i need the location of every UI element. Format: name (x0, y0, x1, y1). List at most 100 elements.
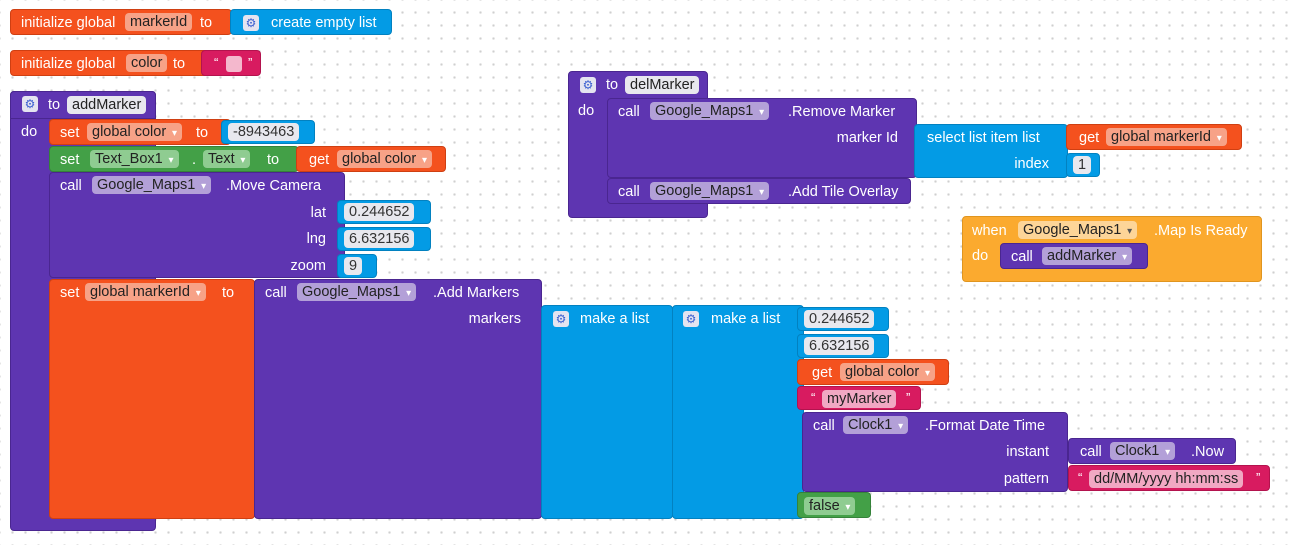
create-empty-list-label: create empty list (271, 15, 377, 31)
number-block[interactable]: -8943463 (221, 120, 315, 144)
init-global-markerId-block[interactable]: initialize global markerId to (10, 9, 232, 35)
component-dropdown[interactable]: Google_Maps1 (297, 283, 417, 301)
number-block[interactable]: 1 (1066, 153, 1100, 177)
component-dropdown[interactable]: Text_Box1 (90, 150, 179, 168)
to-label: to (200, 15, 213, 31)
text-block-color[interactable]: “ ” (201, 50, 261, 76)
variable-dropdown[interactable]: global markerId (85, 283, 206, 301)
variable-dropdown[interactable]: global color (87, 123, 182, 141)
number-block[interactable]: 0.244652 (337, 200, 431, 224)
set-global-markerId-block[interactable]: set global markerId to (49, 279, 255, 519)
call-label: call (60, 178, 82, 194)
gear-icon[interactable]: ⚙ (683, 311, 699, 327)
procedure-name-field[interactable]: delMarker (625, 76, 700, 94)
set-textbox-text-block[interactable]: set Text_Box1 . Text to (49, 146, 299, 172)
do-label: do (578, 103, 595, 119)
select-list-item-block[interactable]: select list item list index (914, 124, 1068, 178)
pattern-value[interactable]: dd/MM/yyyy hh:mm:ss (1089, 470, 1244, 488)
call-label: call (618, 184, 640, 200)
gear-icon[interactable]: ⚙ (580, 77, 596, 93)
add-tile-overlay-block[interactable]: call Google_Maps1 .Add Tile Overlay (607, 178, 911, 204)
clock-now-block[interactable]: call Clock1 .Now (1068, 438, 1236, 464)
component-dropdown[interactable]: Google_Maps1 (1018, 221, 1138, 239)
marker-id-label: marker Id (836, 130, 898, 146)
procedure-dropdown[interactable]: addMarker (1042, 247, 1133, 265)
item-lng-value[interactable]: 6.632156 (804, 337, 875, 355)
get-label: get (1079, 130, 1100, 146)
to-label: to (267, 152, 280, 168)
close-quote: ” (1256, 470, 1261, 485)
to-label: to (173, 56, 186, 72)
zoom-value[interactable]: 9 (344, 257, 363, 275)
text-value[interactable]: myMarker (822, 390, 897, 408)
set-label: set (60, 152, 80, 168)
method-label: .Move Camera (226, 178, 322, 194)
property-dropdown[interactable]: Text (203, 150, 251, 168)
number-block[interactable]: 6.632156 (337, 227, 431, 251)
number-block[interactable]: 0.244652 (797, 307, 889, 331)
boolean-dropdown[interactable]: false (804, 497, 856, 515)
add-markers-block[interactable]: call Google_Maps1 .Add Markers markers (254, 279, 542, 519)
call-label: call (618, 104, 640, 120)
remove-marker-block[interactable]: call Google_Maps1 .Remove Marker marker … (607, 98, 917, 178)
logic-false-block[interactable]: false (797, 492, 871, 518)
init-label: initialize global (21, 15, 116, 31)
var-name-field[interactable]: color (126, 54, 168, 72)
call-addMarker-block[interactable]: call addMarker (1000, 243, 1148, 269)
number-block[interactable]: 6.632156 (797, 334, 889, 358)
make-a-list-inner-block[interactable]: ⚙ make a list (672, 305, 804, 519)
method-label: .Remove Marker (788, 104, 896, 120)
var-name-field[interactable]: markerId (125, 13, 193, 31)
open-quote: “ (811, 390, 816, 405)
gear-icon[interactable]: ⚙ (22, 96, 38, 112)
get-global-color-block[interactable]: get global color (797, 359, 949, 385)
text-block-myMarker[interactable]: “ myMarker ” (797, 386, 921, 410)
lng-value[interactable]: 6.632156 (344, 230, 415, 248)
component-dropdown[interactable]: Google_Maps1 (650, 182, 770, 200)
open-quote: “ (1078, 470, 1083, 485)
get-global-markerId-block[interactable]: get global markerId (1066, 124, 1242, 150)
make-a-list-outer-block[interactable]: ⚙ make a list (541, 305, 673, 519)
init-global-color-block[interactable]: initialize global color to (10, 50, 210, 76)
method-label: .Format Date Time (925, 418, 1046, 434)
variable-dropdown[interactable]: global markerId (1106, 128, 1227, 146)
format-date-time-block[interactable]: call Clock1 .Format Date Time instant pa… (802, 412, 1068, 492)
move-camera-block[interactable]: call Google_Maps1 .Move Camera lat lng z… (49, 172, 345, 278)
open-quote: “ (214, 55, 219, 70)
lat-value[interactable]: 0.244652 (344, 203, 415, 221)
component-dropdown[interactable]: Google_Maps1 (650, 102, 770, 120)
component-dropdown[interactable]: Google_Maps1 (92, 176, 212, 194)
to-label: to (48, 97, 61, 113)
to-label: to (606, 77, 619, 93)
component-dropdown[interactable]: Clock1 (1110, 442, 1176, 460)
text-block-pattern[interactable]: “ dd/MM/yyyy hh:mm:ss ” (1068, 465, 1270, 491)
init-label: initialize global (21, 56, 116, 72)
variable-dropdown[interactable]: global color (840, 363, 935, 381)
index-label: index (1014, 156, 1049, 172)
procedure-name-field[interactable]: addMarker (67, 96, 147, 114)
to-label: to (196, 125, 209, 141)
call-label: call (1080, 444, 1102, 460)
component-dropdown[interactable]: Clock1 (843, 416, 909, 434)
markers-label: markers (468, 311, 521, 327)
set-label: set (60, 125, 80, 141)
gear-icon[interactable]: ⚙ (243, 15, 259, 31)
get-label: get (309, 152, 330, 168)
to-label: to (222, 285, 235, 301)
close-quote: ” (906, 390, 911, 405)
make-list-label: make a list (711, 311, 781, 327)
select-list-item-label: select list item list (927, 130, 1040, 146)
number-block[interactable]: 9 (337, 254, 377, 278)
item-lat-value[interactable]: 0.244652 (804, 310, 875, 328)
number-value[interactable]: -8943463 (228, 123, 300, 141)
set-label: set (60, 285, 80, 301)
variable-dropdown[interactable]: global color (337, 150, 432, 168)
color-swatch[interactable] (226, 56, 242, 72)
create-empty-list-block[interactable]: ⚙ create empty list (230, 9, 392, 35)
do-label: do (21, 124, 38, 140)
set-global-color-block[interactable]: set global color to (49, 119, 231, 145)
gear-icon[interactable]: ⚙ (553, 311, 569, 327)
get-global-color-block[interactable]: get global color (296, 146, 446, 172)
close-quote: ” (248, 55, 253, 70)
index-value[interactable]: 1 (1073, 156, 1092, 174)
